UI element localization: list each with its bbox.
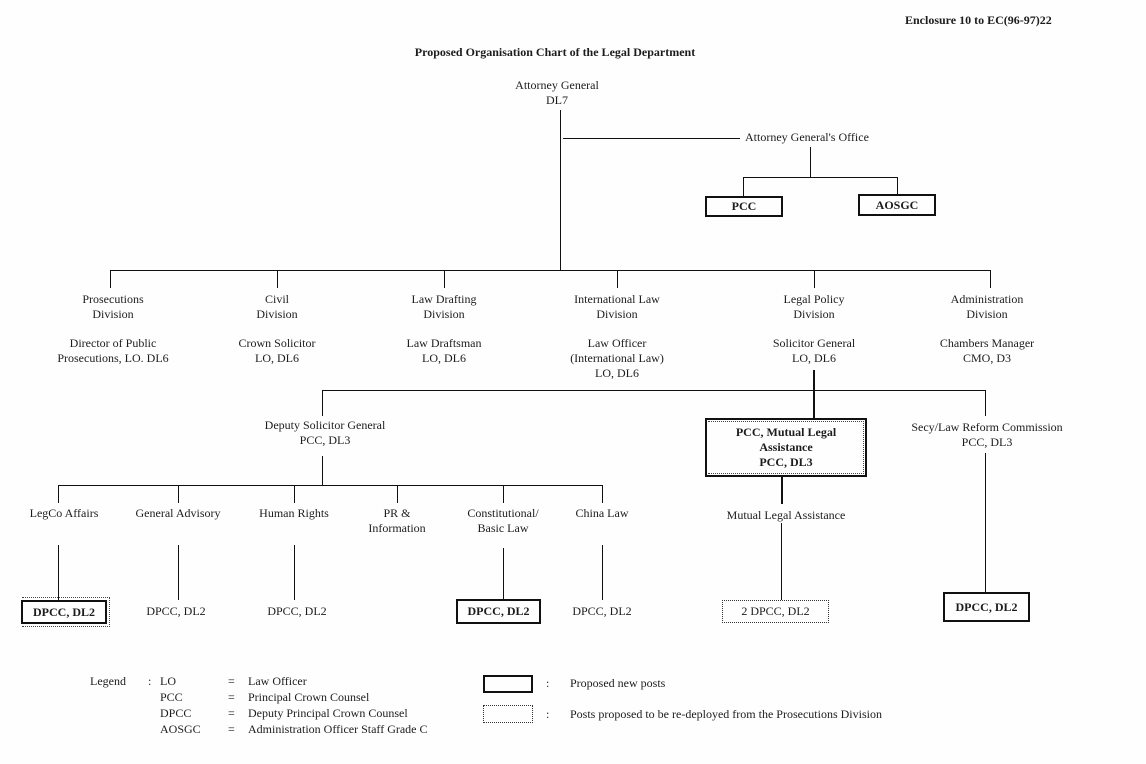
connector-drop-constitutional: [503, 548, 504, 599]
legend-eq-1: =: [228, 674, 235, 688]
node-deputy-solicitor-general: Deputy Solicitor General PCC, DL3: [264, 418, 386, 447]
connector-dsg-top: [322, 390, 323, 416]
post-general-advisory-dpcc: DPCC, DL2: [146, 604, 206, 618]
connector-dsg-bottom: [322, 456, 323, 485]
division-administration: Administration Division: [950, 292, 1024, 321]
section-legco-affairs: LegCo Affairs: [29, 506, 99, 520]
connector-trunk: [560, 110, 561, 270]
connector-aosgc-v: [897, 177, 898, 194]
section-pr-information: PR & Information: [368, 506, 426, 535]
head-civil: Crown Solicitor LO, DL6: [238, 336, 316, 365]
legend-eq-2: =: [228, 690, 235, 704]
section-human-rights: Human Rights: [259, 506, 329, 520]
connector-mla-mid: [781, 477, 783, 504]
section-general-advisory: General Advisory: [135, 506, 221, 520]
connector-mla-top: [813, 390, 815, 418]
legend-heading-colon: :: [148, 674, 152, 688]
section-mutual-legal-assistance: Mutual Legal Assistance: [726, 508, 846, 522]
division-legal-policy: Legal Policy Division: [783, 292, 845, 321]
division-international-law: International Law Division: [574, 292, 660, 321]
connector-tick-law-drafting: [444, 270, 445, 288]
legend-abbr-pcc: PCC: [160, 690, 183, 704]
legend-abbr-dpcc: DPCC: [160, 706, 192, 720]
legend-dotted-meaning: Posts proposed to be re-deployed from th…: [570, 707, 882, 721]
connector-tick-human-rights: [294, 485, 295, 503]
legend-full-aosgc: Administration Officer Staff Grade C: [248, 722, 428, 736]
legend-abbr-lo: LO: [160, 674, 176, 688]
legend-eq-4: =: [228, 722, 235, 736]
division-civil: Civil Division: [256, 292, 298, 321]
section-china-law: China Law: [575, 506, 629, 520]
head-legal-policy: Solicitor General LO, DL6: [772, 336, 856, 365]
post-mla-dpcc-dotted-box: 2 DPCC, DL2: [722, 600, 829, 623]
head-law-drafting: Law Draftsman LO, DL6: [406, 336, 482, 365]
legend-dotted-colon: :: [546, 707, 550, 721]
node-aosgc-box: AOSGC: [858, 194, 936, 216]
node-pcc-box: PCC: [705, 196, 783, 217]
legend-solid-box-sample: [483, 675, 533, 693]
connector-sections-rail: [58, 485, 602, 486]
post-legco-dpcc-box: DPCC, DL2: [21, 597, 110, 627]
node-attorney-general: Attorney General DL7: [515, 78, 599, 107]
post-human-rights-dpcc: DPCC, DL2: [267, 604, 327, 618]
division-prosecutions: Prosecutions Division: [82, 292, 144, 321]
connector-tick-legal-policy: [814, 270, 815, 288]
legend-full-dpcc: Deputy Principal Crown Counsel: [248, 706, 408, 720]
connector-lrc-top: [985, 390, 986, 416]
connector-legal-policy-rail: [322, 390, 985, 391]
connector-lrc-bottom: [985, 453, 986, 592]
legend-full-pcc: Principal Crown Counsel: [248, 690, 370, 704]
connector-tick-legco: [58, 485, 59, 503]
node-secy-law-reform-commission: Secy/Law Reform Commission PCC, DL3: [911, 420, 1063, 449]
connector-tick-constitutional: [503, 485, 504, 503]
legend-dotted-box-sample: [483, 705, 533, 723]
section-constitutional-basic-law: Constitutional/ Basic Law: [467, 506, 539, 535]
connector-drop-legco: [58, 545, 59, 600]
connector-tick-pr-information: [397, 485, 398, 503]
head-administration: Chambers Manager CMO, D3: [939, 336, 1035, 365]
enclosure-ref: Enclosure 10 to EC(96-97)22: [905, 13, 1052, 27]
legend-full-lo: Law Officer: [248, 674, 307, 688]
connector-drop-china-law: [602, 545, 603, 600]
connector-mla-bottom: [781, 523, 782, 600]
head-prosecutions: Director of Public Prosecutions, LO. DL6: [57, 336, 169, 365]
post-law-reform-dpcc-box: DPCC, DL2: [943, 592, 1030, 622]
connector-pcc-v: [743, 177, 744, 196]
connector-tick-prosecutions: [110, 270, 111, 288]
connector-tick-china-law: [602, 485, 603, 503]
legend-solid-colon: :: [546, 676, 550, 690]
connector-drop-human-rights: [294, 545, 295, 600]
chart-title: Proposed Organisation Chart of the Legal…: [414, 45, 696, 59]
connector-ago-h: [743, 177, 897, 178]
connector-tick-international-law: [617, 270, 618, 288]
connector-sg-down: [813, 370, 815, 390]
head-international-law: Law Officer (International Law) LO, DL6: [570, 336, 664, 380]
legend-solid-meaning: Proposed new posts: [570, 676, 666, 690]
post-china-law-dpcc: DPCC, DL2: [572, 604, 632, 618]
connector-ago-branch: [563, 138, 740, 139]
legend-eq-3: =: [228, 706, 235, 720]
node-pcc-mutual-legal-assistance-box: PCC, Mutual Legal Assistance PCC, DL3: [705, 418, 867, 477]
node-ag-office: Attorney General's Office: [745, 130, 869, 144]
legend-heading: Legend: [90, 674, 126, 688]
division-law-drafting: Law Drafting Division: [411, 292, 477, 321]
connector-divisions-rail: [110, 270, 990, 271]
connector-tick-civil: [277, 270, 278, 288]
connector-ago-v: [810, 147, 811, 177]
legend-abbr-aosgc: AOSGC: [160, 722, 201, 736]
connector-tick-general-advisory: [178, 485, 179, 503]
connector-drop-general-advisory: [178, 545, 179, 600]
post-constitutional-dpcc-box: DPCC, DL2: [456, 599, 541, 624]
connector-tick-administration: [990, 270, 991, 288]
